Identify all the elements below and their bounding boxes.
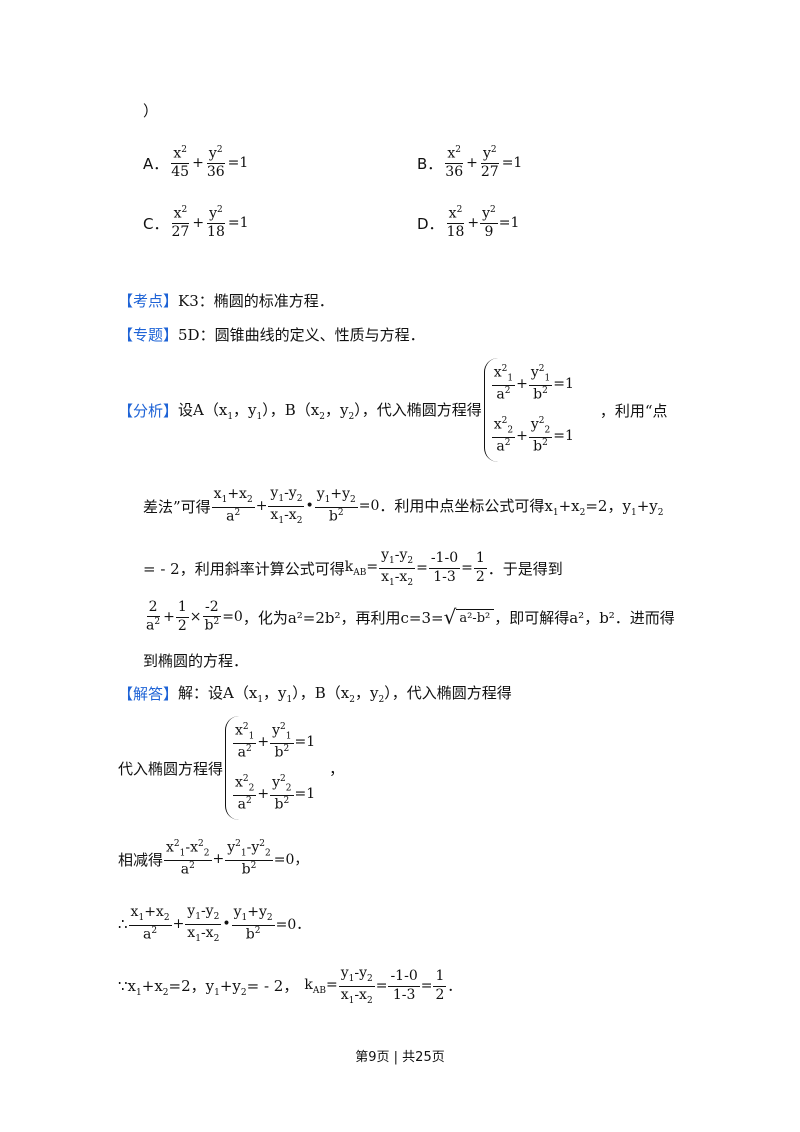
jieda-line-1: 【解答】 解：设A（x1，y1），B（x2，y2），代入椭圆方程得 — [118, 682, 512, 705]
therefore-symbol: ∴ — [118, 915, 128, 934]
text: ．利用中点坐标公式可得x1+x2=2，y1+y2 — [379, 496, 664, 518]
zhuanti-tag: 【专题】 — [118, 326, 179, 344]
kaodian-text: K3：椭圆的标准方程． — [178, 292, 334, 310]
text: ∵x1+x2=2，y1+y2= - 2， — [118, 976, 299, 998]
text: 相减得 — [118, 850, 164, 869]
text: 差法”可得 — [143, 497, 211, 516]
equals-one: =1 — [227, 155, 249, 172]
equals-one: =1 — [498, 215, 520, 232]
fenxi-text: 设A（x1，y1），B（x2，y2），代入椭圆方程得 — [178, 400, 482, 422]
text: ．于是得到 — [487, 559, 563, 578]
option-letter: A． — [143, 154, 169, 173]
square-root: √a²-b² — [444, 607, 495, 627]
plus: + — [192, 215, 205, 232]
option-letter: D． — [417, 214, 444, 233]
equals-one: =1 — [501, 155, 523, 172]
jieda-text: 解：设A（x1，y1），B（x2，y2），代入椭圆方程得 — [178, 684, 512, 705]
kaodian-tag: 【考点】 — [118, 292, 179, 310]
text: ，即可解得a²，b²．进而得 — [494, 608, 675, 627]
text: 代入椭圆方程得 — [118, 759, 224, 778]
page-footer: 第9页 | 共25页 — [355, 1050, 445, 1065]
zhuanti-line: 【专题】 5D：圆锥曲线的定义、性质与方程． — [118, 324, 425, 345]
fenxi-tag: 【分析】 — [118, 401, 179, 420]
kaodian-line: 【考点】 K3：椭圆的标准方程． — [118, 290, 334, 311]
plus: + — [466, 155, 478, 172]
zhuanti-text: 5D：圆锥曲线的定义、性质与方程． — [178, 326, 425, 344]
fenxi-tail: ，利用“点 — [599, 401, 668, 420]
text: = - 2，利用斜率计算公式可得 — [143, 559, 345, 578]
option-letter: B． — [417, 154, 443, 173]
option-letter: C． — [143, 214, 169, 233]
equals-one: =1 — [227, 215, 249, 232]
fenxi-line-5: 到椭圆的方程． — [143, 652, 249, 670]
plus: + — [467, 215, 480, 232]
text: ， — [329, 759, 345, 778]
plus: + — [192, 155, 204, 172]
text: ，化为a²=2b²，再利用c=3= — [242, 608, 444, 627]
closing-paren: ） — [143, 102, 159, 120]
jieda-tag: 【解答】 — [118, 685, 179, 703]
